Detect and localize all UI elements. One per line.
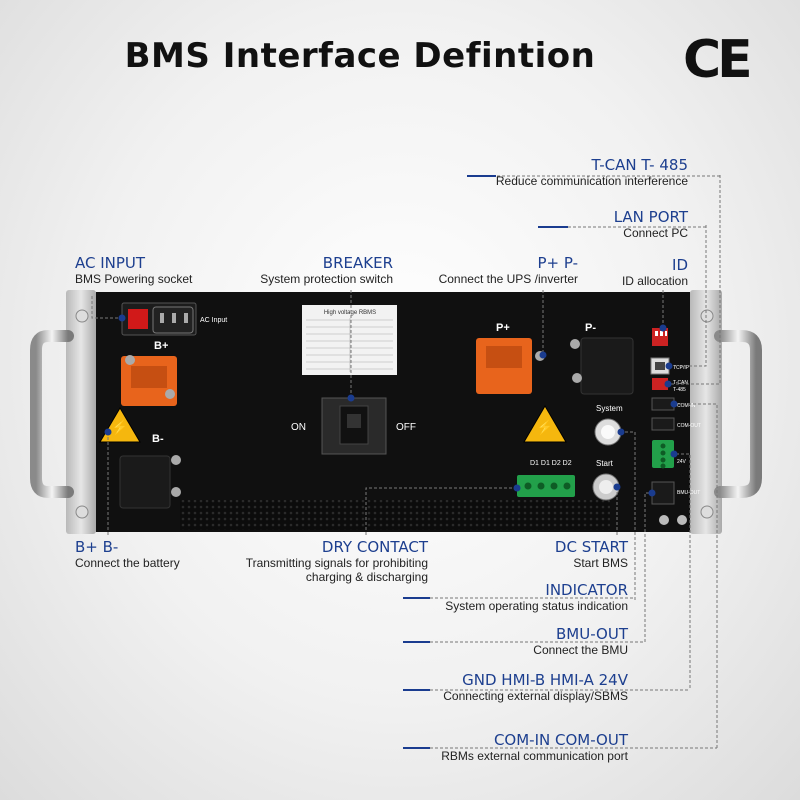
svg-text:TCP/IP: TCP/IP	[673, 365, 690, 371]
callout-lan-port: LAN PORT Connect PC	[613, 208, 688, 241]
ac-input-label: AC Input	[200, 317, 227, 324]
svg-text:COM-IN: COM-IN	[677, 403, 696, 409]
page-title: BMS Interface Defintion	[124, 36, 596, 76]
callout-dc-start: DC START Start BMS	[554, 538, 628, 571]
ac-input-description: BMS Powering socket	[75, 272, 193, 286]
ce-mark: CE	[683, 30, 753, 90]
b-terminals-description: Connect the battery	[75, 556, 180, 570]
callout-bmu-out: BMU-OUT Connect the BMU	[533, 625, 628, 658]
p-terminals-heading: P+ P-	[537, 254, 578, 272]
right-handle	[714, 330, 762, 498]
hmi-heading: GND HMI-B HMI-A 24V	[462, 671, 628, 689]
dry-contact-description: Transmitting signals for prohibiting cha…	[245, 556, 428, 584]
danger-sticker-center	[523, 405, 567, 443]
dc-start-heading: DC START	[554, 538, 628, 556]
hmi-description: Connecting external display/SBMS	[443, 689, 628, 703]
lan-heading: LAN PORT	[613, 208, 688, 226]
id-heading: ID	[672, 256, 688, 274]
off-label: OFF	[396, 422, 416, 433]
dry-contact-pin-labels: D1 D1 D2 D2	[530, 460, 572, 467]
callout-tcan: T-CAN T- 485 Reduce communication interf…	[495, 156, 688, 189]
svg-text:T-485: T-485	[673, 387, 686, 393]
indicator-description: System operating status indication	[445, 599, 628, 613]
nameplate	[302, 305, 397, 375]
on-label: ON	[291, 422, 306, 433]
dry-contact-terminal	[517, 475, 575, 497]
ground-screw	[659, 515, 669, 525]
svg-text:⚡: ⚡	[111, 419, 128, 436]
dc-start-description: Start BMS	[573, 556, 628, 570]
tcan-heading: T-CAN T- 485	[591, 156, 688, 174]
svg-text:⚡: ⚡	[536, 419, 553, 436]
callout-hmi: GND HMI-B HMI-A 24V Connecting external …	[443, 671, 628, 704]
p-terminals-description: Connect the UPS /inverter	[438, 272, 578, 286]
breaker-heading: BREAKER	[322, 254, 393, 272]
bmu-out-heading: BMU-OUT	[556, 625, 628, 643]
callout-breaker: BREAKER System protection switch	[260, 254, 393, 287]
pplus-label: P+	[496, 322, 510, 334]
svg-text:High voltage RBMS: High voltage RBMS	[324, 310, 376, 316]
lan-description: Connect PC	[623, 226, 688, 240]
left-rack-ear	[66, 290, 96, 534]
tcan-dip-switch	[652, 378, 668, 390]
callout-p-terminals: P+ P- Connect the UPS /inverter	[438, 254, 578, 287]
pminus-terminal	[580, 337, 634, 395]
com-heading: COM-IN COM-OUT	[493, 731, 628, 749]
right-rack-ear	[690, 290, 722, 534]
svg-text:24V: 24V	[677, 459, 687, 465]
com-out-port	[651, 417, 675, 431]
callout-b-terminals: B+ B- Connect the battery	[75, 538, 180, 571]
svg-text:T-CAN: T-CAN	[673, 380, 688, 386]
bminus-terminal	[119, 455, 171, 509]
id-description: ID allocation	[621, 274, 688, 288]
ac-input-heading: AC INPUT	[75, 254, 146, 272]
callout-id: ID ID allocation	[621, 256, 688, 289]
vent-grille	[180, 500, 610, 530]
callout-ac-input: AC INPUT BMS Powering socket	[75, 254, 193, 287]
power-switch	[128, 309, 148, 329]
dry-contact-heading: DRY CONTACT	[321, 538, 428, 556]
b-terminals-heading: B+ B-	[75, 538, 119, 556]
indicator-heading: INDICATOR	[545, 581, 628, 599]
callout-dry-contact: DRY CONTACT Transmitting signals for pro…	[218, 538, 428, 585]
callout-com: COM-IN COM-OUT RBMs external communicati…	[441, 731, 628, 764]
tcan-description: Reduce communication interference	[495, 174, 688, 188]
left-handle	[30, 330, 74, 498]
start-label: Start	[596, 459, 614, 468]
bplus-label: B+	[154, 340, 168, 352]
system-label: System	[596, 404, 623, 413]
svg-text:COM-OUT: COM-OUT	[677, 423, 701, 429]
callout-indicator: INDICATOR System operating status indica…	[445, 581, 628, 614]
bminus-label: B-	[152, 433, 164, 445]
svg-text:BMU-OUT: BMU-OUT	[677, 490, 700, 496]
pminus-label: P-	[585, 322, 596, 334]
breaker-description: System protection switch	[260, 272, 393, 286]
com-description: RBMs external communication port	[441, 749, 628, 763]
bmu-out-description: Connect the BMU	[533, 643, 628, 657]
